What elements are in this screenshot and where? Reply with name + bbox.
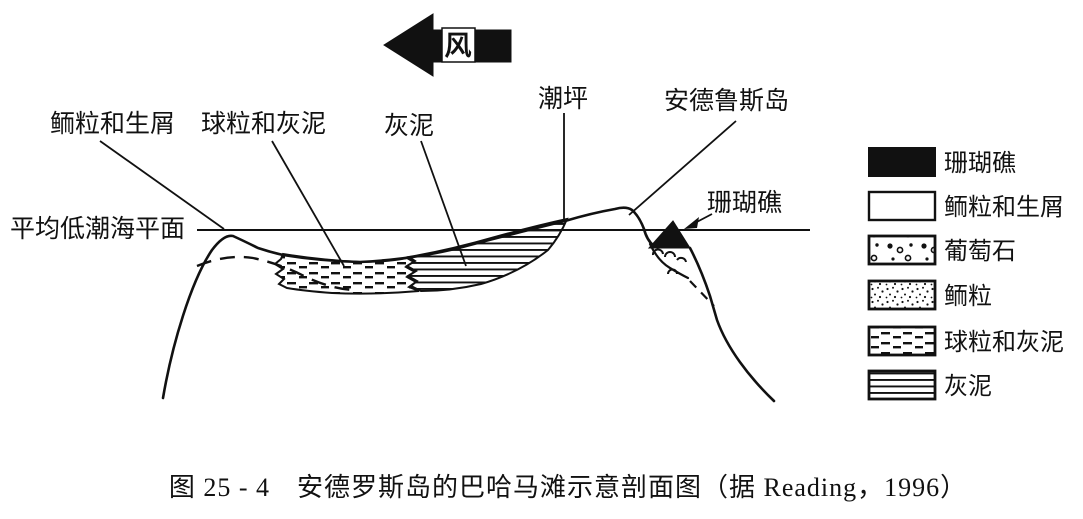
legend-swatch-pellets-mud [867, 325, 937, 357]
label-coral-reef: 珊瑚礁 [707, 189, 782, 217]
legend-label-pellets-mud: 球粒和灰泥 [944, 329, 1064, 356]
legend-swatch-lime-mud [867, 369, 937, 401]
coral-reef-arrowhead [684, 217, 699, 229]
lime-mud-region [405, 217, 569, 293]
wind-label: 风 [445, 31, 472, 61]
wind-label-box [441, 27, 476, 63]
legend-swatch-grapestone [867, 234, 937, 266]
label-ooids-bioclasts: 鲕粒和生屑 [50, 110, 175, 138]
label-lime-mud: 灰泥 [384, 112, 434, 140]
grapestone-symbols [652, 248, 687, 275]
leader-andros-island [628, 120, 737, 216]
legend-label-grapestone: 葡萄石 [944, 238, 1016, 265]
legend: 珊瑚礁 鲕粒和生屑 葡萄石 鲕粒 球粒和灰泥 灰泥 [867, 147, 1064, 401]
legend-swatch-ooids-bioclasts [867, 190, 937, 222]
leader-ooids-bioclasts [99, 140, 225, 230]
legend-label-ooids: 鲕粒 [944, 283, 992, 310]
profile-surface-line [161, 206, 656, 400]
label-tidal-flat: 潮坪 [538, 85, 588, 113]
island-outer-slope-line [688, 246, 776, 403]
legend-label-ooids-bioclasts: 鲕粒和生屑 [944, 194, 1064, 221]
label-pellets-mud: 球粒和灰泥 [201, 110, 326, 138]
island-wedge-inner-line [648, 242, 690, 280]
left-bank-buried-line [196, 255, 353, 292]
label-sea-level: 平均低潮海平面 [10, 215, 185, 243]
island-wedge-dashed-line [689, 280, 715, 307]
leader-pellets-mud [271, 140, 345, 267]
legend-label-coral-reef: 珊瑚礁 [944, 150, 1016, 177]
coral-reef-shape [647, 220, 691, 249]
label-andros-island: 安德鲁斯岛 [664, 87, 789, 115]
legend-swatch-coral-reef [868, 147, 936, 177]
legend-label-lime-mud: 灰泥 [944, 373, 992, 400]
figure-caption: 图 25 - 4 安德罗斯岛的巴哈马滩示意剖面图（据 Reading，1996） [169, 473, 967, 502]
leader-lime-mud [420, 140, 467, 267]
legend-swatch-ooids [867, 279, 937, 311]
